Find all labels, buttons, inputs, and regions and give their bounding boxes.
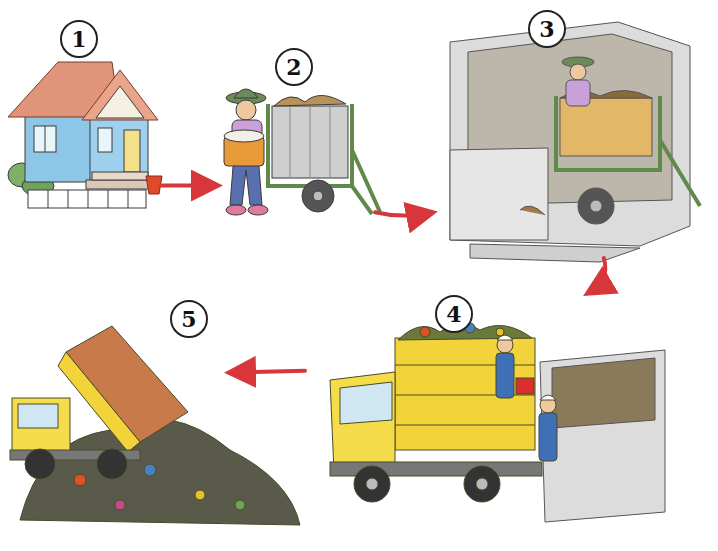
step-number: 4 <box>435 295 473 333</box>
house-illustration <box>8 62 162 208</box>
scene-panel: 1 <box>5 5 160 215</box>
step-number: 1 <box>60 20 98 58</box>
step-number: 3 <box>528 10 566 48</box>
scene-panel: 4 <box>305 292 685 546</box>
loading-truck-illustration <box>330 323 665 522</box>
flow-arrow <box>590 258 605 292</box>
flow-arrow <box>160 184 215 188</box>
flow-arrow <box>232 371 305 373</box>
flow-arrow <box>375 212 430 215</box>
dumping-truck-illustration <box>10 326 300 525</box>
concrete-bin-illustration <box>450 22 700 262</box>
scene-panel: 3 <box>430 8 715 258</box>
step-number: 2 <box>275 48 313 86</box>
scene-panel: 2 <box>215 45 375 235</box>
collector-cart-illustration <box>224 89 380 215</box>
scene-panel: 5 <box>5 295 232 545</box>
step-number: 5 <box>170 300 208 338</box>
